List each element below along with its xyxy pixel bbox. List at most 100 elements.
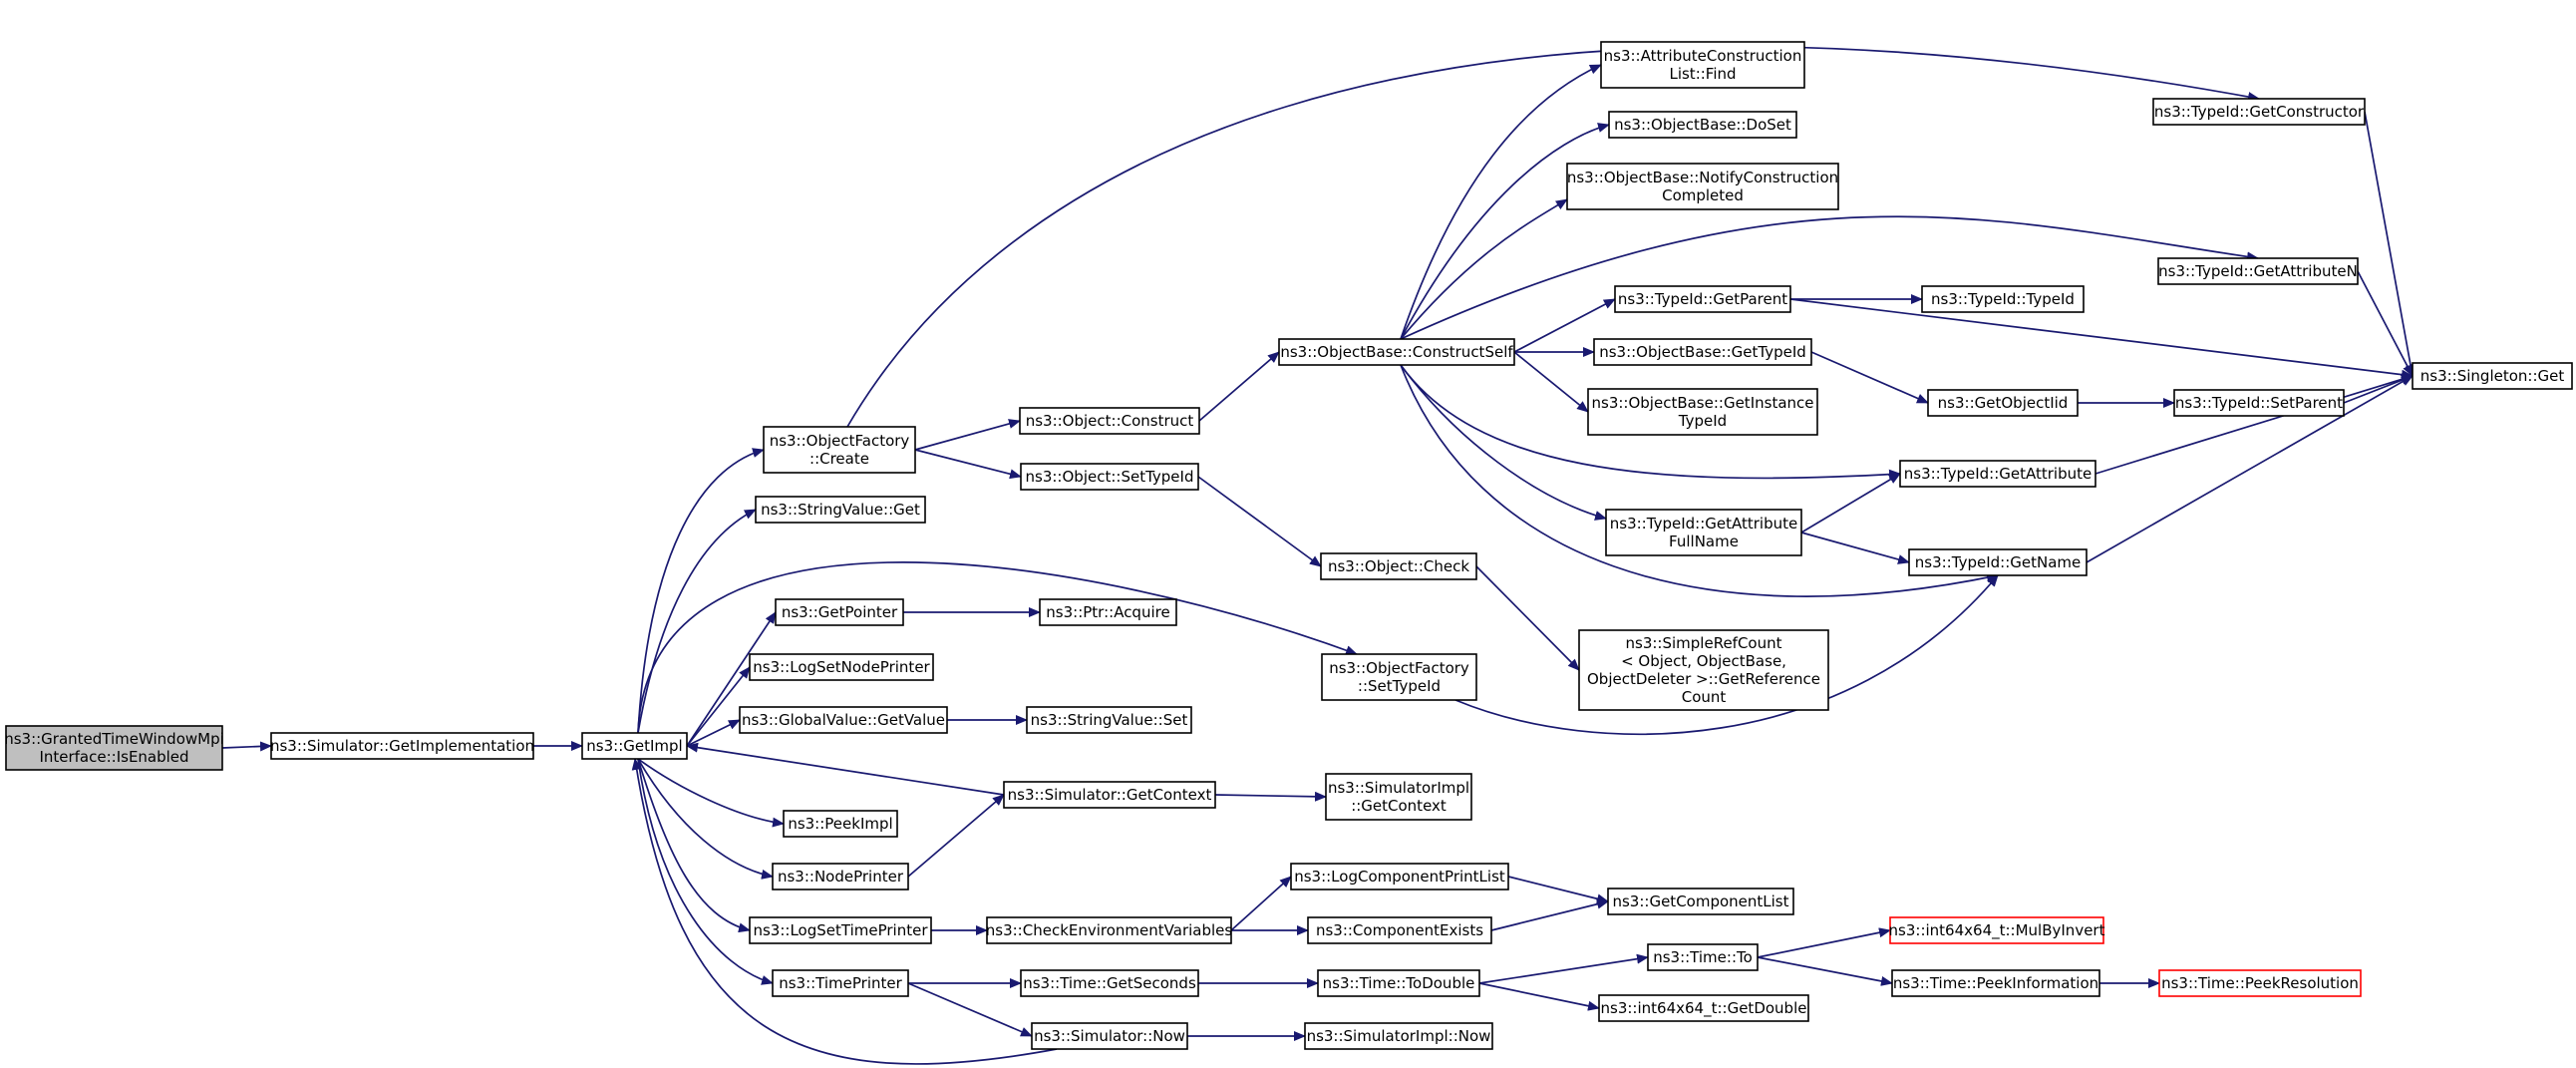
node-log-comp-print-list[interactable]: ns3::LogComponentPrintList (1290, 863, 1509, 890)
node-box (1600, 41, 1805, 89)
node-get-comp-list[interactable]: ns3::GetComponentList (1607, 888, 1794, 915)
node-label: ::SetTypeId (1358, 677, 1441, 695)
edge-tid-get-attribute-n-to-singleton-get (2357, 270, 2414, 377)
node-tid-get-attribute[interactable]: ns3::TypeId::GetAttribute (1899, 460, 2096, 488)
edge-ob-construct-self-to-tid-get-attr-full (1400, 364, 1607, 521)
edge-tid-get-attr-full-to-tid-get-name (1800, 532, 1910, 564)
edge-get-impl-to-log-set-node (686, 666, 751, 747)
node-sim-get-impl[interactable]: ns3::Simulator::GetImplementation (270, 732, 534, 760)
node-label: ns3::Object::SetTypeId (1026, 468, 1194, 486)
edge-ob-construct-self-to-attr-cons-find (1400, 64, 1602, 340)
node-of-create[interactable]: ns3::ObjectFactory::Create (763, 426, 916, 474)
node-box (1307, 916, 1492, 944)
edge-tid-get-name-to-singleton-get (2086, 375, 2414, 563)
node-label: ns3::TypeId::GetAttribute (1610, 515, 1797, 533)
node-ptr-acquire[interactable]: ns3::Ptr::Acquire (1039, 598, 1177, 626)
node-singleton-get[interactable]: ns3::Singleton::Get (2412, 362, 2573, 390)
node-label: ns3::TypeId::GetName (1915, 553, 2081, 571)
node-box (772, 969, 909, 997)
node-box (1891, 969, 2100, 997)
node-box (1304, 1022, 1493, 1050)
node-get-pointer[interactable]: ns3::GetPointer (775, 598, 904, 626)
node-tid-get-parent[interactable]: ns3::TypeId::GetParent (1614, 285, 1791, 313)
node-box (1566, 163, 1839, 210)
node-str-set[interactable]: ns3::StringValue::Set (1026, 706, 1192, 734)
edge-check-env-to-log-comp-print-list (1230, 876, 1292, 931)
node-log-set-node[interactable]: ns3::LogSetNodePrinter (749, 653, 934, 681)
node-i64-mul-by-invert[interactable]: ns3::int64x64_t::MulByInvert (1889, 916, 2105, 944)
node-label: ns3::AttributeConstruction (1604, 47, 1802, 65)
edge-get-impl-to-time-printer (637, 758, 774, 985)
node-str-get[interactable]: ns3::StringValue::Get (755, 496, 926, 524)
node-tid-get-constructor[interactable]: ns3::TypeId::GetConstructor (2152, 98, 2366, 126)
node-obj-construct[interactable]: ns3::Object::Construct (1019, 407, 1200, 435)
node-box (1325, 773, 1472, 821)
node-ob-do-set[interactable]: ns3::ObjectBase::DoSet (1608, 111, 1797, 139)
edge-time-to-double-to-time-to (1478, 953, 1649, 984)
node-check-env[interactable]: ns3::CheckEnvironmentVariables (986, 916, 1233, 944)
edge-ob-construct-self-to-tid-get-attribute (1400, 364, 1901, 480)
node-get-object-iid[interactable]: ns3::GetObjectIid (1927, 389, 2079, 417)
node-label: ns3::TypeId::TypeId (1931, 290, 2075, 308)
node-box (1921, 285, 2085, 313)
node-box (1593, 338, 1812, 366)
node-box (1321, 653, 1477, 701)
node-time-get-seconds[interactable]: ns3::Time::GetSeconds (1020, 969, 1199, 997)
edge-of-create-to-obj-construct (914, 419, 1021, 451)
node-peek-impl[interactable]: ns3::PeekImpl (783, 810, 898, 838)
node-tid-type-id[interactable]: ns3::TypeId::TypeId (1921, 285, 2085, 313)
node-ob-get-type-id[interactable]: ns3::ObjectBase::GetTypeId (1593, 338, 1812, 366)
node-i64-get-double[interactable]: ns3::int64x64_t::GetDouble (1598, 994, 1809, 1022)
node-time-peek-res[interactable]: ns3::Time::PeekResolution (2158, 969, 2362, 997)
node-sim-get-context[interactable]: ns3::Simulator::GetContext (1003, 781, 1216, 809)
node-simple-ref-count[interactable]: ns3::SimpleRefCount< Object, ObjectBase,… (1578, 629, 1829, 711)
node-time-peek-info[interactable]: ns3::Time::PeekInformation (1891, 969, 2100, 997)
node-box (739, 706, 948, 734)
node-label: ns3::Simulator::GetContext (1008, 786, 1212, 804)
node-box (1020, 969, 1199, 997)
node-label: ns3::TimePrinter (779, 974, 902, 992)
node-gv-get-value[interactable]: ns3::GlobalValue::GetValue (739, 706, 948, 734)
node-tid-get-attribute-n[interactable]: ns3::TypeId::GetAttributeN (2157, 257, 2359, 285)
node-ob-notify[interactable]: ns3::ObjectBase::NotifyConstructionCompl… (1566, 163, 1839, 210)
node-root[interactable]: ns3::GrantedTimeWindowMpiInterface::IsEn… (4, 725, 224, 771)
node-tid-set-parent[interactable]: ns3::TypeId::SetParent (2173, 389, 2345, 417)
node-label: ns3::Object::Check (1328, 557, 1469, 575)
node-of-set-type-id[interactable]: ns3::ObjectFactory::SetTypeId (1321, 653, 1477, 701)
node-box (1039, 598, 1177, 626)
node-label: ns3::int64x64_t::MulByInvert (1889, 921, 2105, 940)
node-box (1889, 916, 2104, 944)
node-tid-get-name[interactable]: ns3::TypeId::GetName (1908, 548, 2088, 576)
node-label: ns3::Time::ToDouble (1323, 974, 1475, 992)
node-time-to[interactable]: ns3::Time::To (1647, 943, 1759, 971)
node-time-printer[interactable]: ns3::TimePrinter (772, 969, 909, 997)
edge-get-impl-to-peek-impl (637, 758, 785, 828)
node-sim-now[interactable]: ns3::Simulator::Now (1031, 1022, 1188, 1050)
node-sim-impl-get-context[interactable]: ns3::SimulatorImpl::GetContext (1325, 773, 1472, 821)
edge-obj-set-type-id-to-obj-check (1197, 476, 1322, 567)
node-get-impl[interactable]: ns3::GetImpl (581, 732, 688, 760)
node-log-set-time[interactable]: ns3::LogSetTimePrinter (749, 916, 932, 944)
node-time-to-double[interactable]: ns3::Time::ToDouble (1317, 969, 1480, 997)
nodes-layer: ns3::GrantedTimeWindowMpiInterface::IsEn… (4, 41, 2573, 1050)
node-node-printer[interactable]: ns3::NodePrinter (772, 863, 909, 890)
node-comp-exists[interactable]: ns3::ComponentExists (1307, 916, 1492, 944)
node-box (1278, 338, 1515, 366)
node-label: TypeId (1678, 412, 1727, 430)
node-label: ns3::LogSetNodePrinter (753, 658, 930, 676)
node-obj-check[interactable]: ns3::Object::Check (1320, 552, 1477, 580)
node-label: ns3::Time::PeekInformation (1893, 974, 2098, 992)
edge-obj-construct-to-ob-construct-self (1198, 351, 1280, 422)
edge-of-create-to-tid-get-constructor (846, 45, 2260, 428)
node-obj-set-type-id[interactable]: ns3::Object::SetTypeId (1020, 463, 1199, 491)
node-ob-construct-self[interactable]: ns3::ObjectBase::ConstructSelf (1278, 338, 1515, 366)
node-box (749, 653, 934, 681)
node-box (772, 863, 909, 890)
node-label: Interface::IsEnabled (39, 748, 188, 766)
node-label: ns3::GetPointer (782, 603, 898, 621)
node-sim-impl-now[interactable]: ns3::SimulatorImpl::Now (1304, 1022, 1493, 1050)
